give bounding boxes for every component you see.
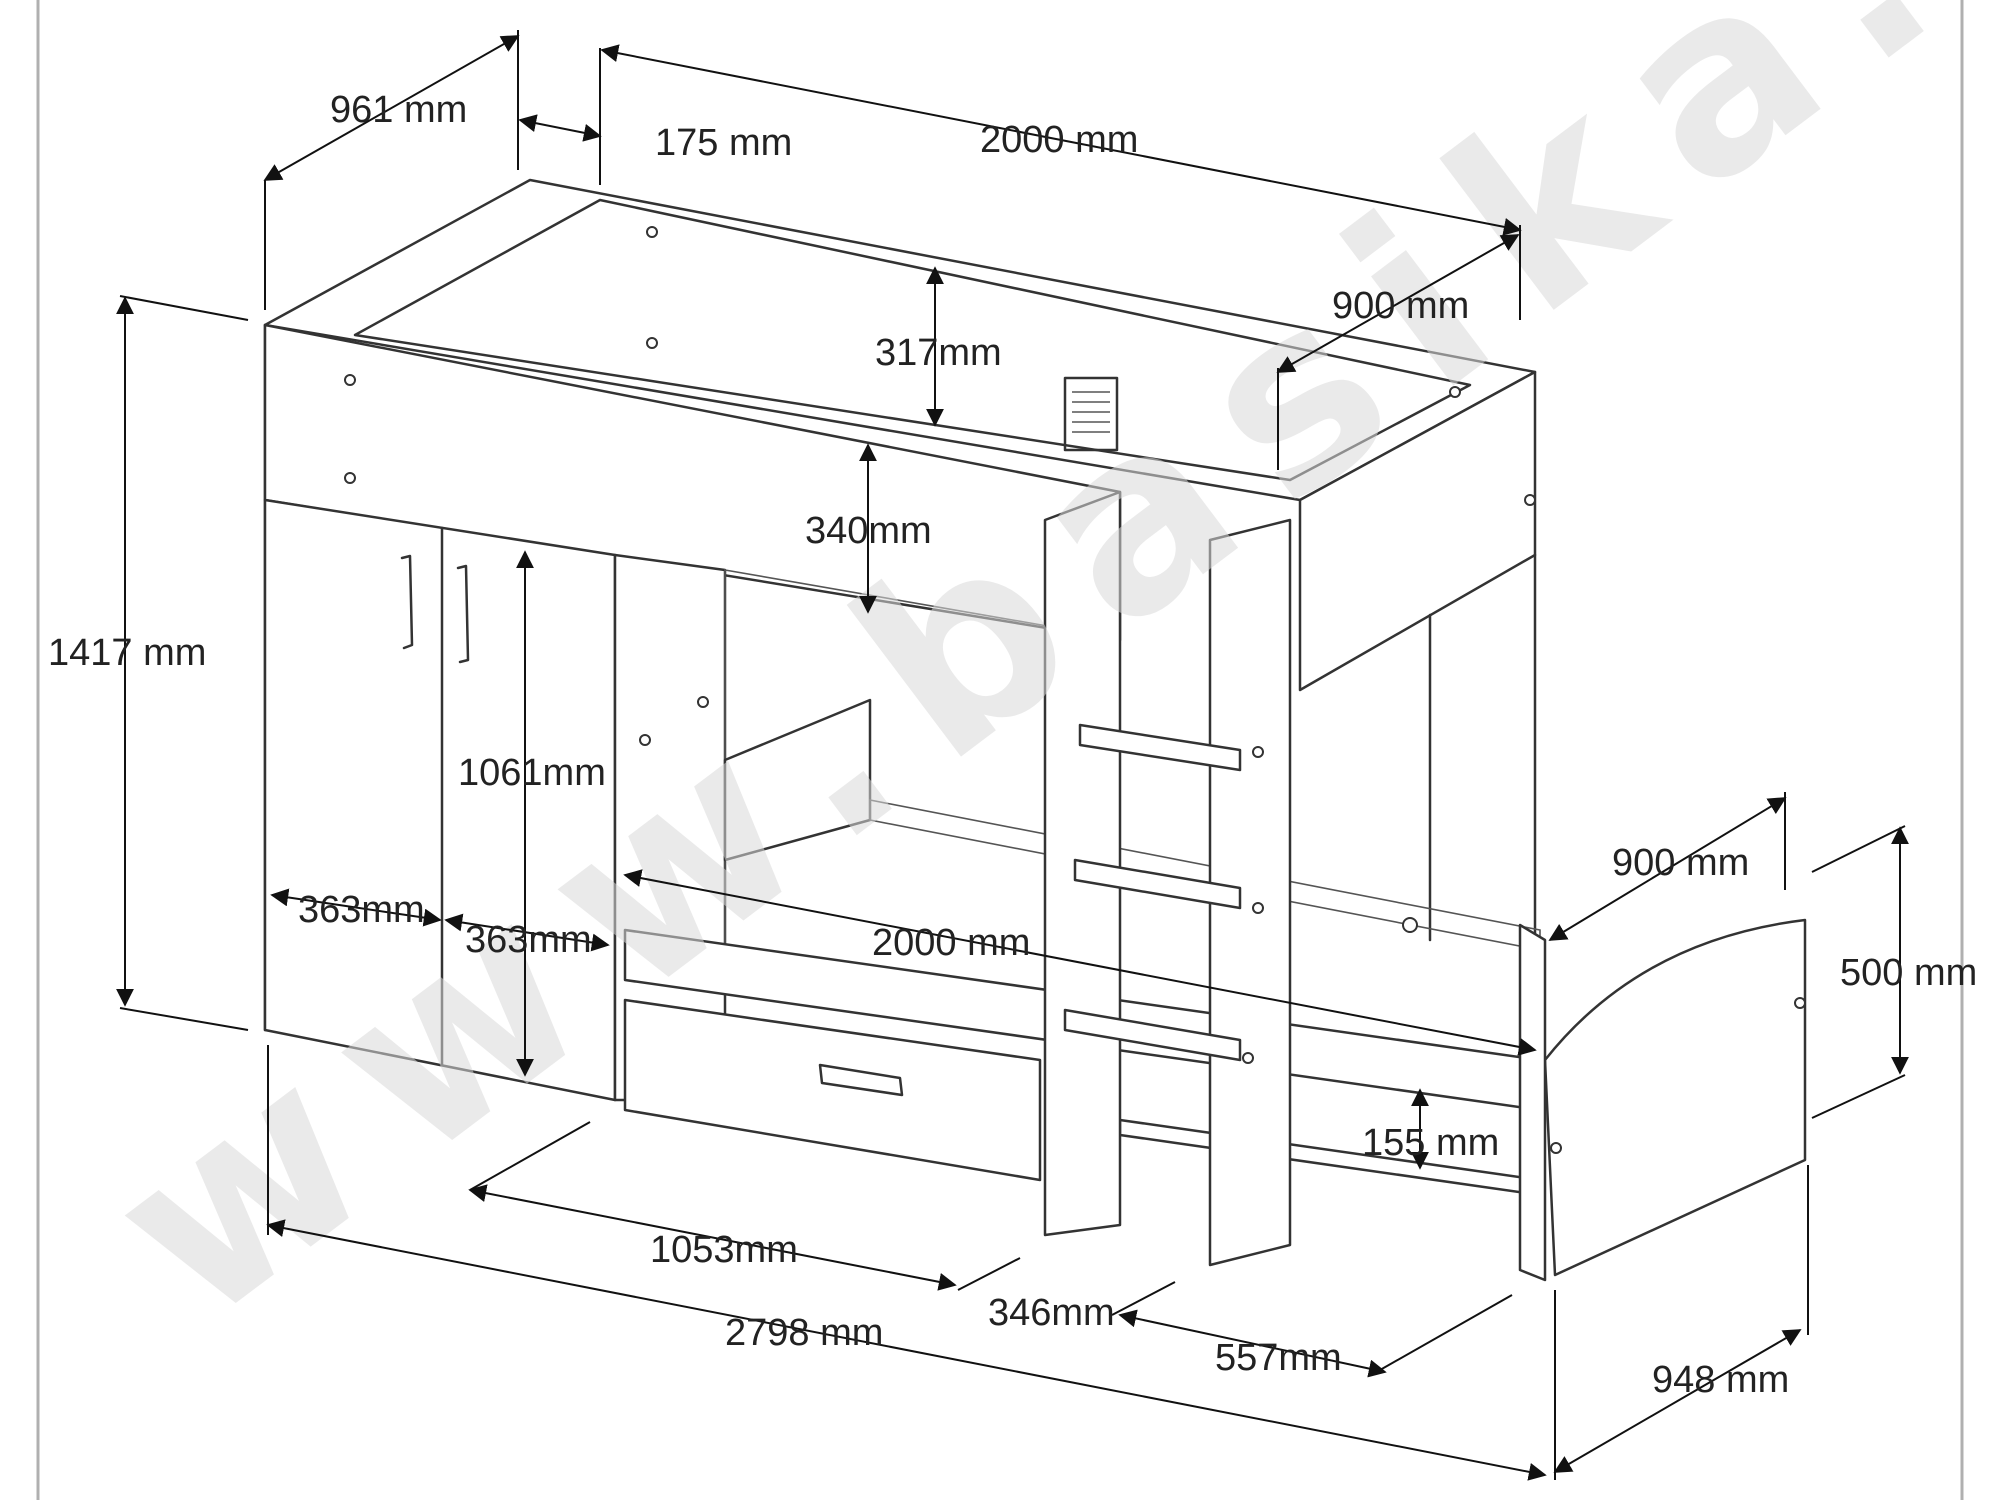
drawer-handle	[818, 1063, 904, 1097]
dim-door-right-label: 363mm	[465, 919, 592, 961]
dim-top-width-label: 900 mm	[1332, 285, 1469, 327]
dimension-lines	[116, 30, 1909, 1481]
footboard	[1543, 918, 1807, 1277]
dim-lower-rail-label: 155 mm	[1362, 1122, 1499, 1164]
dim-total-depth-label: 948 mm	[1652, 1359, 1789, 1401]
dim-top-depth-label: 961 mm	[330, 89, 467, 131]
dim-door-left-label: 363mm	[298, 889, 425, 931]
vent-icon	[1063, 376, 1119, 452]
ladder-step-1	[1078, 723, 1242, 772]
dim-top-offset-label: 175 mm	[655, 122, 792, 164]
door-handle-right	[456, 564, 470, 664]
top-bunk-frame-inner	[353, 198, 1472, 482]
dim-cabinet-length-label: 1053mm	[650, 1229, 798, 1271]
dim-bed-clearance-label: 340mm	[805, 510, 932, 552]
dim-footboard-height-label: 500 mm	[1840, 952, 1977, 994]
dim-top-length-label: 2000 mm	[980, 119, 1138, 161]
dim-total-length-label: 2798 mm	[725, 1312, 883, 1354]
dim-total-height-label: 1417 mm	[48, 632, 206, 674]
dim-lower-bed-width-label: 900 mm	[1612, 842, 1749, 884]
door-handle-left	[400, 554, 414, 650]
dim-ladder-offset-label: 557mm	[1215, 1337, 1342, 1379]
dim-guard-height-label: 317mm	[875, 332, 1002, 374]
dim-ladder-width-label: 346mm	[988, 1292, 1115, 1334]
dimension-labels: 961 mm 175 mm 2000 mm 900 mm 317mm 340mm…	[48, 89, 1977, 1401]
dim-wardrobe-height-label: 1061mm	[458, 752, 606, 794]
dim-lower-bed-length-label: 2000 mm	[872, 922, 1030, 964]
